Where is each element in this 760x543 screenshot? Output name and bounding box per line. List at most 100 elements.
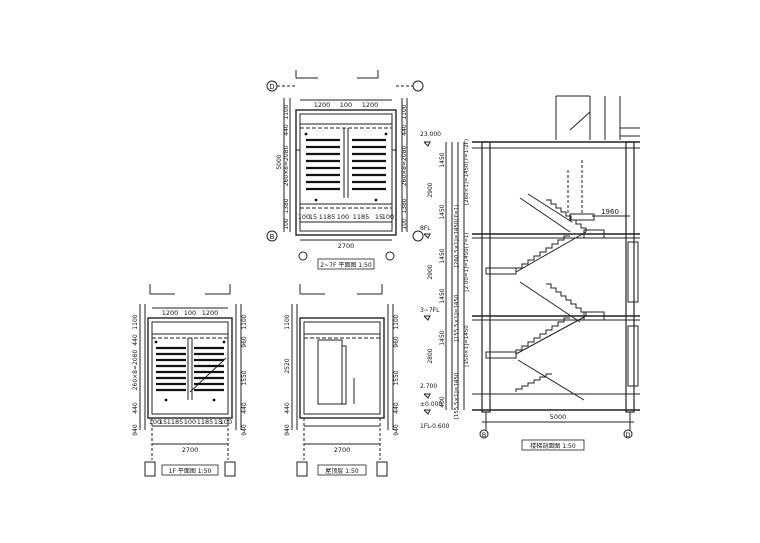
plan-first-dim-left-3: 260×8=2080 bbox=[132, 350, 139, 391]
plan-roof-dim-right-2: 960 bbox=[393, 336, 400, 348]
plan-roof bbox=[291, 284, 394, 477]
section-dim-v-6: 1450 bbox=[439, 288, 446, 303]
plan-top-dim-left-3: 5000 bbox=[276, 154, 283, 169]
baluster-dot bbox=[164, 398, 168, 402]
plan-top-dim-left-4: 260×8=2080 bbox=[283, 146, 290, 187]
plan-first-dim-left-1: 1100 bbox=[132, 314, 139, 329]
plan-first-dim-bottom-4: 100 bbox=[184, 418, 196, 426]
plan-first-dim-right-2: 960 bbox=[241, 336, 248, 348]
section-level-top: 23.000 bbox=[420, 131, 441, 138]
baluster-dot bbox=[212, 398, 216, 402]
plan-first-dim-bottom-5: 1185 bbox=[197, 418, 214, 426]
plan-top-overall-width: 2700 bbox=[338, 242, 355, 250]
section-grid-right: D bbox=[625, 431, 630, 439]
plan-roof-caption: 屋顶层 1:50 bbox=[325, 468, 359, 475]
plan-top-dim-bottom-3: 1185 bbox=[319, 213, 336, 221]
plan-top-dim-right-4: 1380 bbox=[401, 198, 408, 213]
plan-first-overall-width: 2700 bbox=[182, 446, 199, 454]
plan-first-dim-right-4: 440 bbox=[241, 402, 248, 414]
plan-roof-dim-right-4: 440 bbox=[393, 402, 400, 414]
section-dim-v-9: 400 bbox=[439, 396, 446, 408]
section-flight-label-4: [155.5×1]=1450 bbox=[454, 294, 460, 341]
plan-top bbox=[266, 70, 424, 261]
section-dim-v-5: 2900 bbox=[427, 264, 434, 279]
plan-roof-dim-right-1: 1100 bbox=[393, 314, 400, 329]
section-level-1f: 1FL bbox=[420, 423, 431, 430]
section-caption: 楼梯剖面图 1:50 bbox=[530, 442, 576, 450]
section-dim-v-3: 1450 bbox=[439, 204, 446, 219]
section-steps bbox=[515, 199, 587, 392]
plan-top-dim-right-3: 260×8=2080 bbox=[401, 146, 408, 187]
plan-top-caption: 2~7F 平面图 1:50 bbox=[320, 262, 372, 269]
section-level-ground: -0.600 bbox=[430, 423, 450, 430]
plan-first-dim-left-5: 940 bbox=[132, 424, 139, 436]
plan-roof-dim-right-5: 940 bbox=[393, 424, 400, 436]
baluster-dot bbox=[314, 198, 318, 202]
section-view bbox=[423, 95, 640, 439]
plan-roof-dim-left-4: 940 bbox=[284, 424, 291, 436]
plan-first-dim-right-3: 1550 bbox=[241, 370, 248, 385]
section-dim-v-7: 2800 bbox=[427, 348, 434, 363]
plan-first-dim-right-1: 1100 bbox=[241, 314, 248, 329]
section-flight-label-2: [260.5×1]=1450(7=1) bbox=[454, 205, 460, 268]
plan-top-dim-top-1: 1200 bbox=[314, 101, 331, 109]
plan-first-treads bbox=[154, 340, 226, 402]
section-overall-width: 5000 bbox=[550, 413, 567, 421]
plan-top-dim-top-2: 100 bbox=[340, 101, 352, 109]
plan-top-dim-right-5: 100 bbox=[401, 218, 408, 230]
section-flight bbox=[546, 199, 587, 232]
section-level-8f: 8FL bbox=[420, 225, 431, 232]
plan-first-dim-top-1: 1200 bbox=[162, 309, 179, 317]
plan-top-dim-right-1: 1100 bbox=[401, 104, 408, 119]
plan-top-grid-bottom: B bbox=[270, 233, 275, 241]
section-level-3-7f: 3~7FL bbox=[420, 307, 440, 314]
section-flight-label-3: [2.00=1]=1450(7=1) bbox=[464, 232, 470, 291]
section-level-2f: 2.700 bbox=[420, 383, 437, 390]
plan-first bbox=[139, 284, 242, 477]
baluster-dot bbox=[374, 198, 378, 202]
section-flight bbox=[515, 317, 570, 354]
plan-first-dim-right-5: 940 bbox=[241, 424, 248, 436]
plan-first-dim-left-2: 440 bbox=[132, 334, 139, 346]
plan-top-dim-bottom-7: 100 bbox=[382, 213, 394, 221]
baluster-dot bbox=[384, 132, 388, 136]
plan-top-dim-left-5: 1380 bbox=[283, 198, 290, 213]
plan-roof-dim-left-1: 1100 bbox=[284, 314, 291, 329]
plan-top-dim-top-3: 1200 bbox=[362, 101, 379, 109]
plan-roof-dim-left-2: 2520 bbox=[284, 358, 291, 373]
plan-first-dim-bottom-3: 1185 bbox=[167, 418, 184, 426]
plan-first-dim-top-3: 1200 bbox=[202, 309, 219, 317]
plan-top-dim-left-1: 1100 bbox=[283, 104, 290, 119]
section-caption-box bbox=[521, 439, 585, 451]
section-flight bbox=[515, 235, 570, 272]
plan-roof-dim-right-3: 1550 bbox=[393, 370, 400, 385]
plan-top-caption-box bbox=[317, 258, 375, 270]
baluster-dot bbox=[222, 340, 226, 344]
plan-first-dim-left-4: 440 bbox=[132, 402, 139, 414]
section-flight bbox=[515, 373, 552, 392]
plan-top-grid-top: D bbox=[269, 83, 274, 91]
baluster-dot bbox=[304, 132, 308, 136]
plan-roof-dim-left-3: 440 bbox=[284, 402, 291, 414]
plan-first-dim-top-2: 100 bbox=[184, 309, 196, 317]
plan-top-dim-bottom-2: 15 bbox=[309, 213, 317, 221]
section-flight-label-6: [155.5×1]=1450 bbox=[454, 372, 460, 419]
plan-first-caption-box bbox=[161, 464, 219, 476]
baluster-dot bbox=[154, 340, 158, 344]
plan-first-dim-bottom-1: 100 bbox=[149, 418, 161, 426]
section-dim-1960: 1960 bbox=[601, 208, 619, 216]
plan-top-dim-left-6: 100 bbox=[283, 218, 290, 230]
plan-first-caption: 1F 平面图 1:50 bbox=[169, 468, 212, 475]
plan-top-dim-bottom-6: 15 bbox=[375, 213, 383, 221]
section-dim-v-2: 2900 bbox=[427, 182, 434, 197]
plan-top-dim-bottom-4: 100 bbox=[337, 213, 349, 221]
plan-roof-overall-width: 2700 bbox=[334, 446, 351, 454]
plan-top-dim-left-2: 440 bbox=[283, 124, 290, 136]
section-dim-v-8: 1450 bbox=[439, 330, 446, 345]
section-flight bbox=[546, 283, 587, 316]
plan-top-dim-bottom-1: 100 bbox=[298, 213, 310, 221]
plan-top-dim-bottom-5: 1185 bbox=[353, 213, 370, 221]
plan-top-dim-right-2: 440 bbox=[401, 124, 408, 136]
section-level-small: ±0.000 bbox=[420, 401, 442, 408]
